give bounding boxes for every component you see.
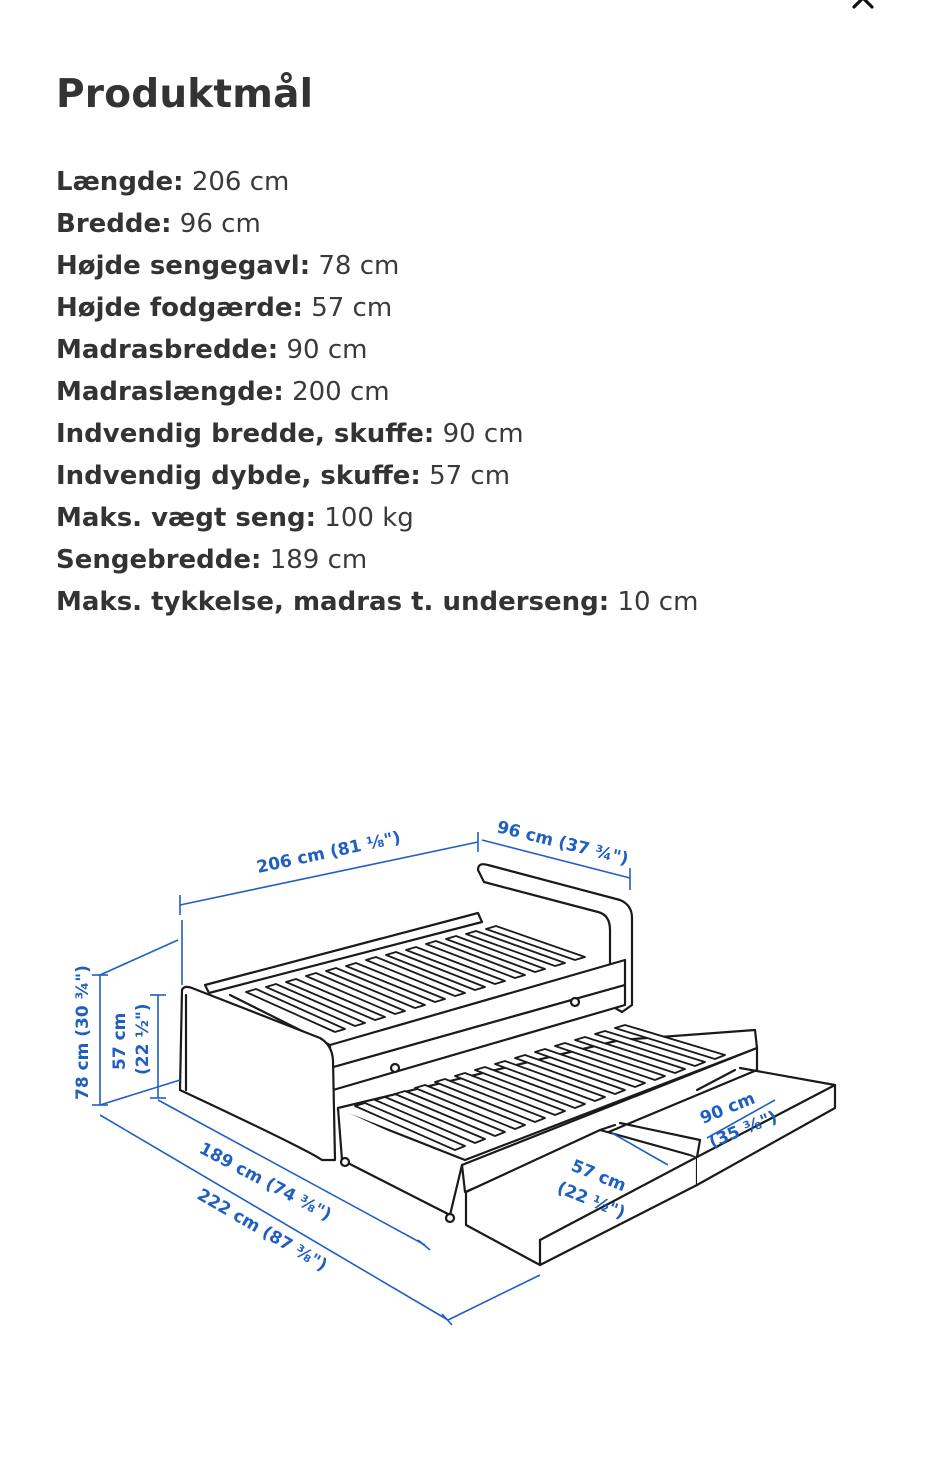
close-button[interactable] — [838, 0, 888, 18]
page-title: Produktmål — [56, 72, 314, 117]
spec-value: 96 cm — [179, 209, 261, 239]
spec-value: 10 cm — [617, 587, 699, 617]
spec-label: Madraslængde: — [56, 377, 284, 407]
spec-label: Højde fodgærde: — [56, 293, 303, 323]
spec-list: Længde: 206 cm Bredde: 96 cm Højde senge… — [56, 161, 698, 623]
spec-item: Højde fodgærde: 57 cm — [56, 287, 698, 329]
spec-item: Sengebredde: 189 cm — [56, 539, 698, 581]
spec-label: Indvendig dybde, skuffe: — [56, 461, 421, 491]
bed-drawing — [178, 863, 837, 1267]
dim-78: 78 cm (30 ¾") — [73, 965, 93, 1100]
spec-value: 90 cm — [286, 335, 368, 365]
spec-value: 57 cm — [311, 293, 393, 323]
dim-96: 96 cm (37 ¾") — [495, 817, 631, 869]
spec-label: Sengebredde: — [56, 545, 262, 575]
spec-item: Længde: 206 cm — [56, 161, 698, 203]
spec-value: 206 cm — [191, 167, 290, 197]
spec-item: Indvendig bredde, skuffe: 90 cm — [56, 413, 698, 455]
spec-label: Maks. tykkelse, madras t. underseng: — [56, 587, 610, 617]
spec-item: Indvendig dybde, skuffe: 57 cm — [56, 455, 698, 497]
spec-item: Højde sengegavl: 78 cm — [56, 245, 698, 287]
spec-value: 200 cm — [292, 377, 390, 407]
dimension-lines — [92, 832, 776, 1326]
dim-57-cm: 57 cm — [110, 1013, 130, 1070]
spec-value: 189 cm — [269, 545, 368, 575]
spec-label: Madrasbredde: — [56, 335, 279, 365]
spec-label: Højde sengegavl: — [56, 251, 311, 281]
spec-label: Bredde: — [56, 209, 172, 239]
spec-item: Maks. tykkelse, madras t. underseng: 10 … — [56, 581, 698, 623]
dim-57-in: (22 ½") — [133, 1003, 153, 1075]
spec-value: 78 cm — [318, 251, 400, 281]
spec-item: Madrasbredde: 90 cm — [56, 329, 698, 371]
spec-value: 90 cm — [442, 419, 524, 449]
spec-label: Maks. vægt seng: — [56, 503, 317, 533]
bed-dimension-diagram: 206 cm (81 ⅛") 96 cm (37 ¾") 78 cm (30 ¾… — [73, 817, 837, 1326]
spec-item: Madraslængde: 200 cm — [56, 371, 698, 413]
spec-label: Indvendig bredde, skuffe: — [56, 419, 435, 449]
spec-item: Maks. vægt seng: 100 kg — [56, 497, 698, 539]
close-icon — [852, 0, 874, 9]
dim-206: 206 cm (81 ⅛") — [255, 828, 403, 878]
spec-label: Længde: — [56, 167, 184, 197]
spec-value: 57 cm — [429, 461, 511, 491]
spec-item: Bredde: 96 cm — [56, 203, 698, 245]
spec-value: 100 kg — [324, 503, 414, 533]
